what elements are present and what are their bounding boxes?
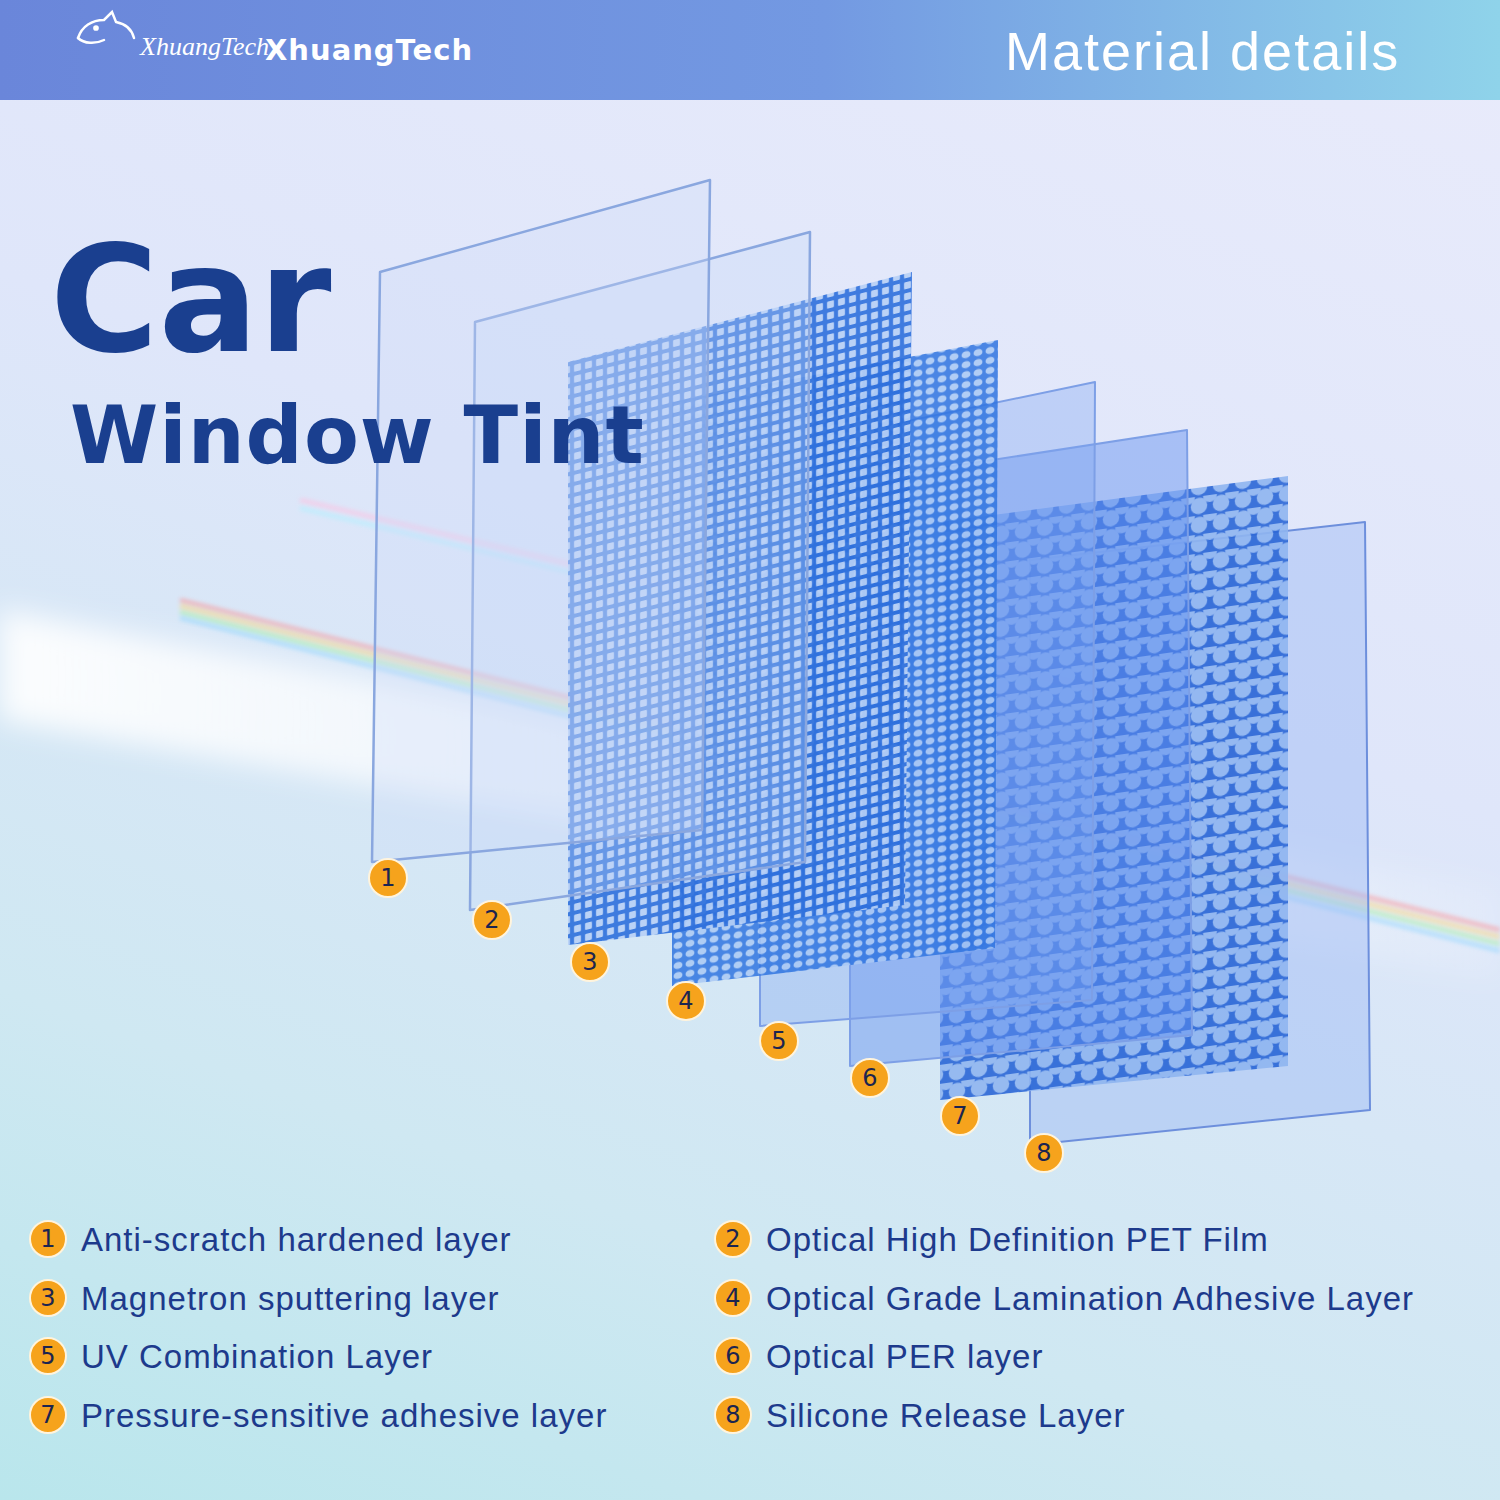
callout-number: 1 xyxy=(368,858,408,898)
callout-number: 2 xyxy=(484,908,499,932)
dog-snout xyxy=(78,38,104,43)
callout-number: 3 xyxy=(570,942,610,982)
brand-name: XhuangTech xyxy=(265,36,473,65)
callout-number: 4 xyxy=(666,981,706,1021)
legend-item: 4Optical Grade Lamination Adhesive Layer xyxy=(714,1279,752,1317)
callout-number: 4 xyxy=(725,1286,740,1310)
callout-number: 1 xyxy=(40,1227,55,1251)
callout-number: 2 xyxy=(725,1227,740,1251)
legend-item: 6Optical PER layer xyxy=(714,1337,752,1375)
layer-1 xyxy=(372,180,710,862)
main-title: Car xyxy=(50,226,331,374)
callout-number: 5 xyxy=(40,1344,55,1368)
layer-name: Pressure-sensitive adhesive layer xyxy=(81,1399,607,1432)
callout-number: 5 xyxy=(759,1021,799,1061)
callout-number: 8 xyxy=(1036,1141,1051,1165)
callout-number: 3 xyxy=(582,950,597,974)
callout-number: 5 xyxy=(771,1029,786,1053)
layer-name: Optical Grade Lamination Adhesive Layer xyxy=(766,1282,1414,1315)
layer-name: Optical PER layer xyxy=(766,1340,1043,1373)
legend-item: 8Silicone Release Layer xyxy=(714,1396,752,1434)
callout-number: 6 xyxy=(850,1058,890,1098)
layer-name: UV Combination Layer xyxy=(81,1340,433,1373)
legend-item: 1Anti-scratch hardened layer xyxy=(29,1220,67,1258)
film-layers xyxy=(372,180,1370,1145)
callout-number: 3 xyxy=(40,1286,55,1310)
callout-number: 8 xyxy=(725,1403,740,1427)
callout-number: 7 xyxy=(952,1104,967,1128)
callout-number: 6 xyxy=(725,1344,740,1368)
dog-head xyxy=(78,12,134,38)
legend-item: 3Magnetron sputtering layer xyxy=(29,1279,67,1317)
subtitle: Window Tint xyxy=(70,396,645,476)
callout-number: 4 xyxy=(678,989,693,1013)
callout-number: 7 xyxy=(40,1403,55,1427)
callout-number: 1 xyxy=(380,866,395,890)
layer-name: Silicone Release Layer xyxy=(766,1399,1126,1432)
dog-eye xyxy=(94,26,97,29)
layer-name: Anti-scratch hardened layer xyxy=(81,1223,512,1256)
layer-name: Optical High Definition PET Film xyxy=(766,1223,1269,1256)
header-title: Material details xyxy=(1005,24,1400,78)
callout-number: 2 xyxy=(472,900,512,940)
callout-number: 8 xyxy=(1024,1133,1064,1173)
legend-item: 5UV Combination Layer xyxy=(29,1337,67,1375)
logo-script: XhuangTech xyxy=(140,34,269,60)
layer-name: Magnetron sputtering layer xyxy=(81,1282,500,1315)
legend-item: 2Optical High Definition PET Film xyxy=(714,1220,752,1258)
callout-number: 7 xyxy=(940,1096,980,1136)
logo-dog xyxy=(78,12,134,43)
callout-number: 6 xyxy=(862,1066,877,1090)
header-bar xyxy=(0,0,1500,100)
legend-item: 7Pressure-sensitive adhesive layer xyxy=(29,1396,67,1434)
